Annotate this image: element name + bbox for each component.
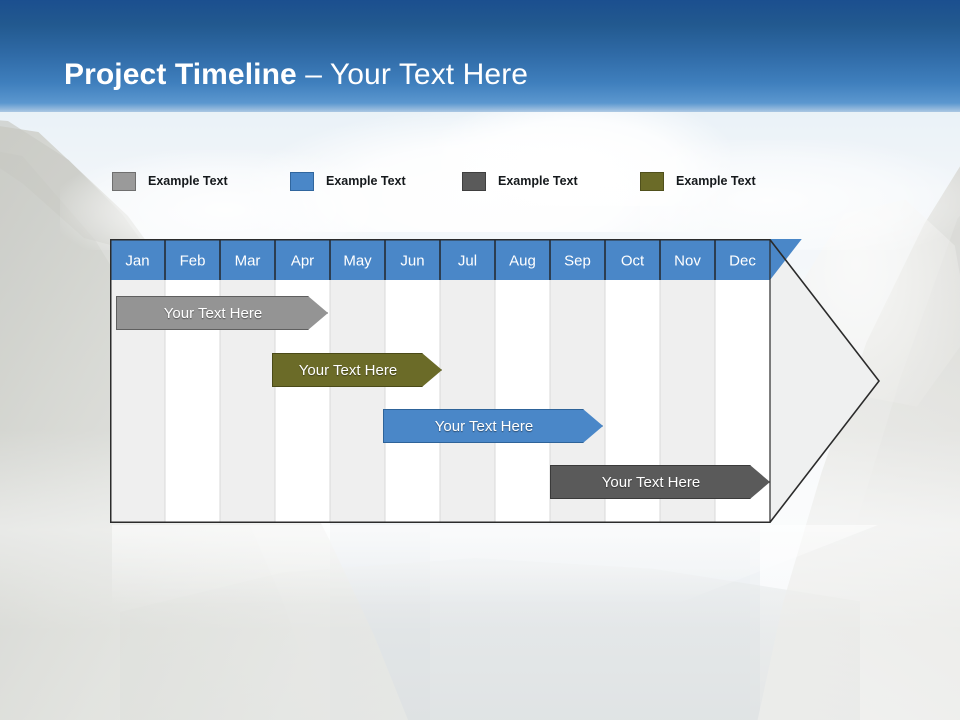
legend-swatch-icon xyxy=(290,171,314,191)
task-bar-label: Your Text Here xyxy=(434,417,534,435)
legend-item-3[interactable]: Example Text xyxy=(462,170,578,192)
month-label-may: May xyxy=(343,253,372,270)
month-label-jun: Jun xyxy=(400,253,424,270)
task-bar-shape xyxy=(550,465,770,499)
legend-item-1[interactable]: Example Text xyxy=(112,170,228,192)
arrow-outline xyxy=(110,239,880,523)
task-bar-label: Your Text Here xyxy=(601,473,701,491)
month-label-nov: Nov xyxy=(674,253,701,270)
month-column-may xyxy=(330,280,385,523)
task-bar-2[interactable]: Your Text Here xyxy=(272,353,442,387)
task-bar-label: Your Text Here xyxy=(163,304,263,322)
legend-label: Example Text xyxy=(326,174,406,188)
month-label-jul: Jul xyxy=(458,253,477,270)
task-bar-label: Your Text Here xyxy=(298,361,398,379)
month-label-feb: Feb xyxy=(180,253,206,270)
month-label-oct: Oct xyxy=(621,253,645,270)
month-column-jul xyxy=(440,280,495,523)
task-bar-shape xyxy=(383,409,603,443)
legend-swatch-icon xyxy=(640,171,664,191)
month-label-apr: Apr xyxy=(291,253,314,270)
month-label-dec: Dec xyxy=(729,253,756,270)
legend-swatch-icon xyxy=(112,171,136,191)
page-title-rest: – Your Text Here xyxy=(296,58,529,91)
cloud-4 xyxy=(640,140,960,250)
legend: Example Text Example Text Example Text E… xyxy=(110,170,830,194)
header-banner xyxy=(0,0,960,112)
month-column-aug xyxy=(495,280,550,523)
task-bar-4[interactable]: Your Text Here xyxy=(550,465,770,499)
page-title: Project Timeline – Your Text Here xyxy=(64,58,528,92)
page-title-bold: Project Timeline xyxy=(64,58,297,91)
legend-label: Example Text xyxy=(148,174,228,188)
month-column-jun xyxy=(385,280,440,523)
month-label-jan: Jan xyxy=(125,253,149,270)
legend-label: Example Text xyxy=(676,174,756,188)
legend-swatch-icon xyxy=(462,171,486,191)
task-bar-shape xyxy=(272,353,442,387)
month-label-sep: Sep xyxy=(564,253,591,270)
task-bar-shape xyxy=(116,296,328,330)
legend-item-2[interactable]: Example Text xyxy=(290,170,406,192)
month-label-mar: Mar xyxy=(235,253,261,270)
timeline-chart: Jan Feb Mar Apr May Jun Jul Aug Sep Oct Nov Dec You… xyxy=(110,239,880,523)
month-label-aug: Aug xyxy=(509,253,536,270)
arrowhead-fill xyxy=(770,239,880,523)
legend-item-4[interactable]: Example Text xyxy=(640,170,756,192)
task-bar-3[interactable]: Your Text Here xyxy=(383,409,603,443)
cloud-3 xyxy=(60,150,390,250)
task-bar-1[interactable]: Your Text Here xyxy=(116,296,328,330)
legend-label: Example Text xyxy=(498,174,578,188)
